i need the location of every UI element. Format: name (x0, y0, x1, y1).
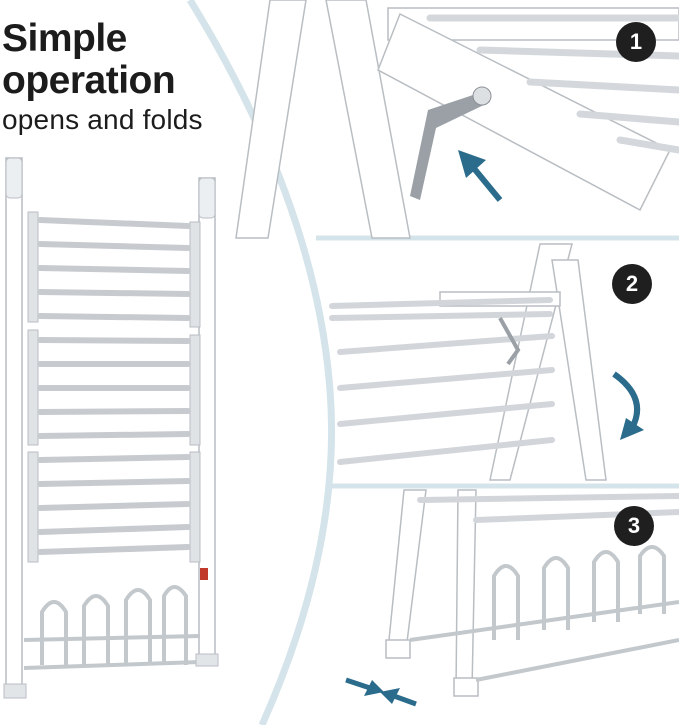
headline-line-1: Simple (2, 17, 127, 60)
headline-subline: opens and folds (2, 104, 203, 135)
headline-line-2: operation (2, 59, 176, 102)
step-2-badge: 2 (612, 264, 652, 304)
headline: Simple operation (2, 17, 176, 102)
step-1-badge: 1 (616, 22, 656, 62)
step-3-badge: 3 (614, 506, 654, 546)
